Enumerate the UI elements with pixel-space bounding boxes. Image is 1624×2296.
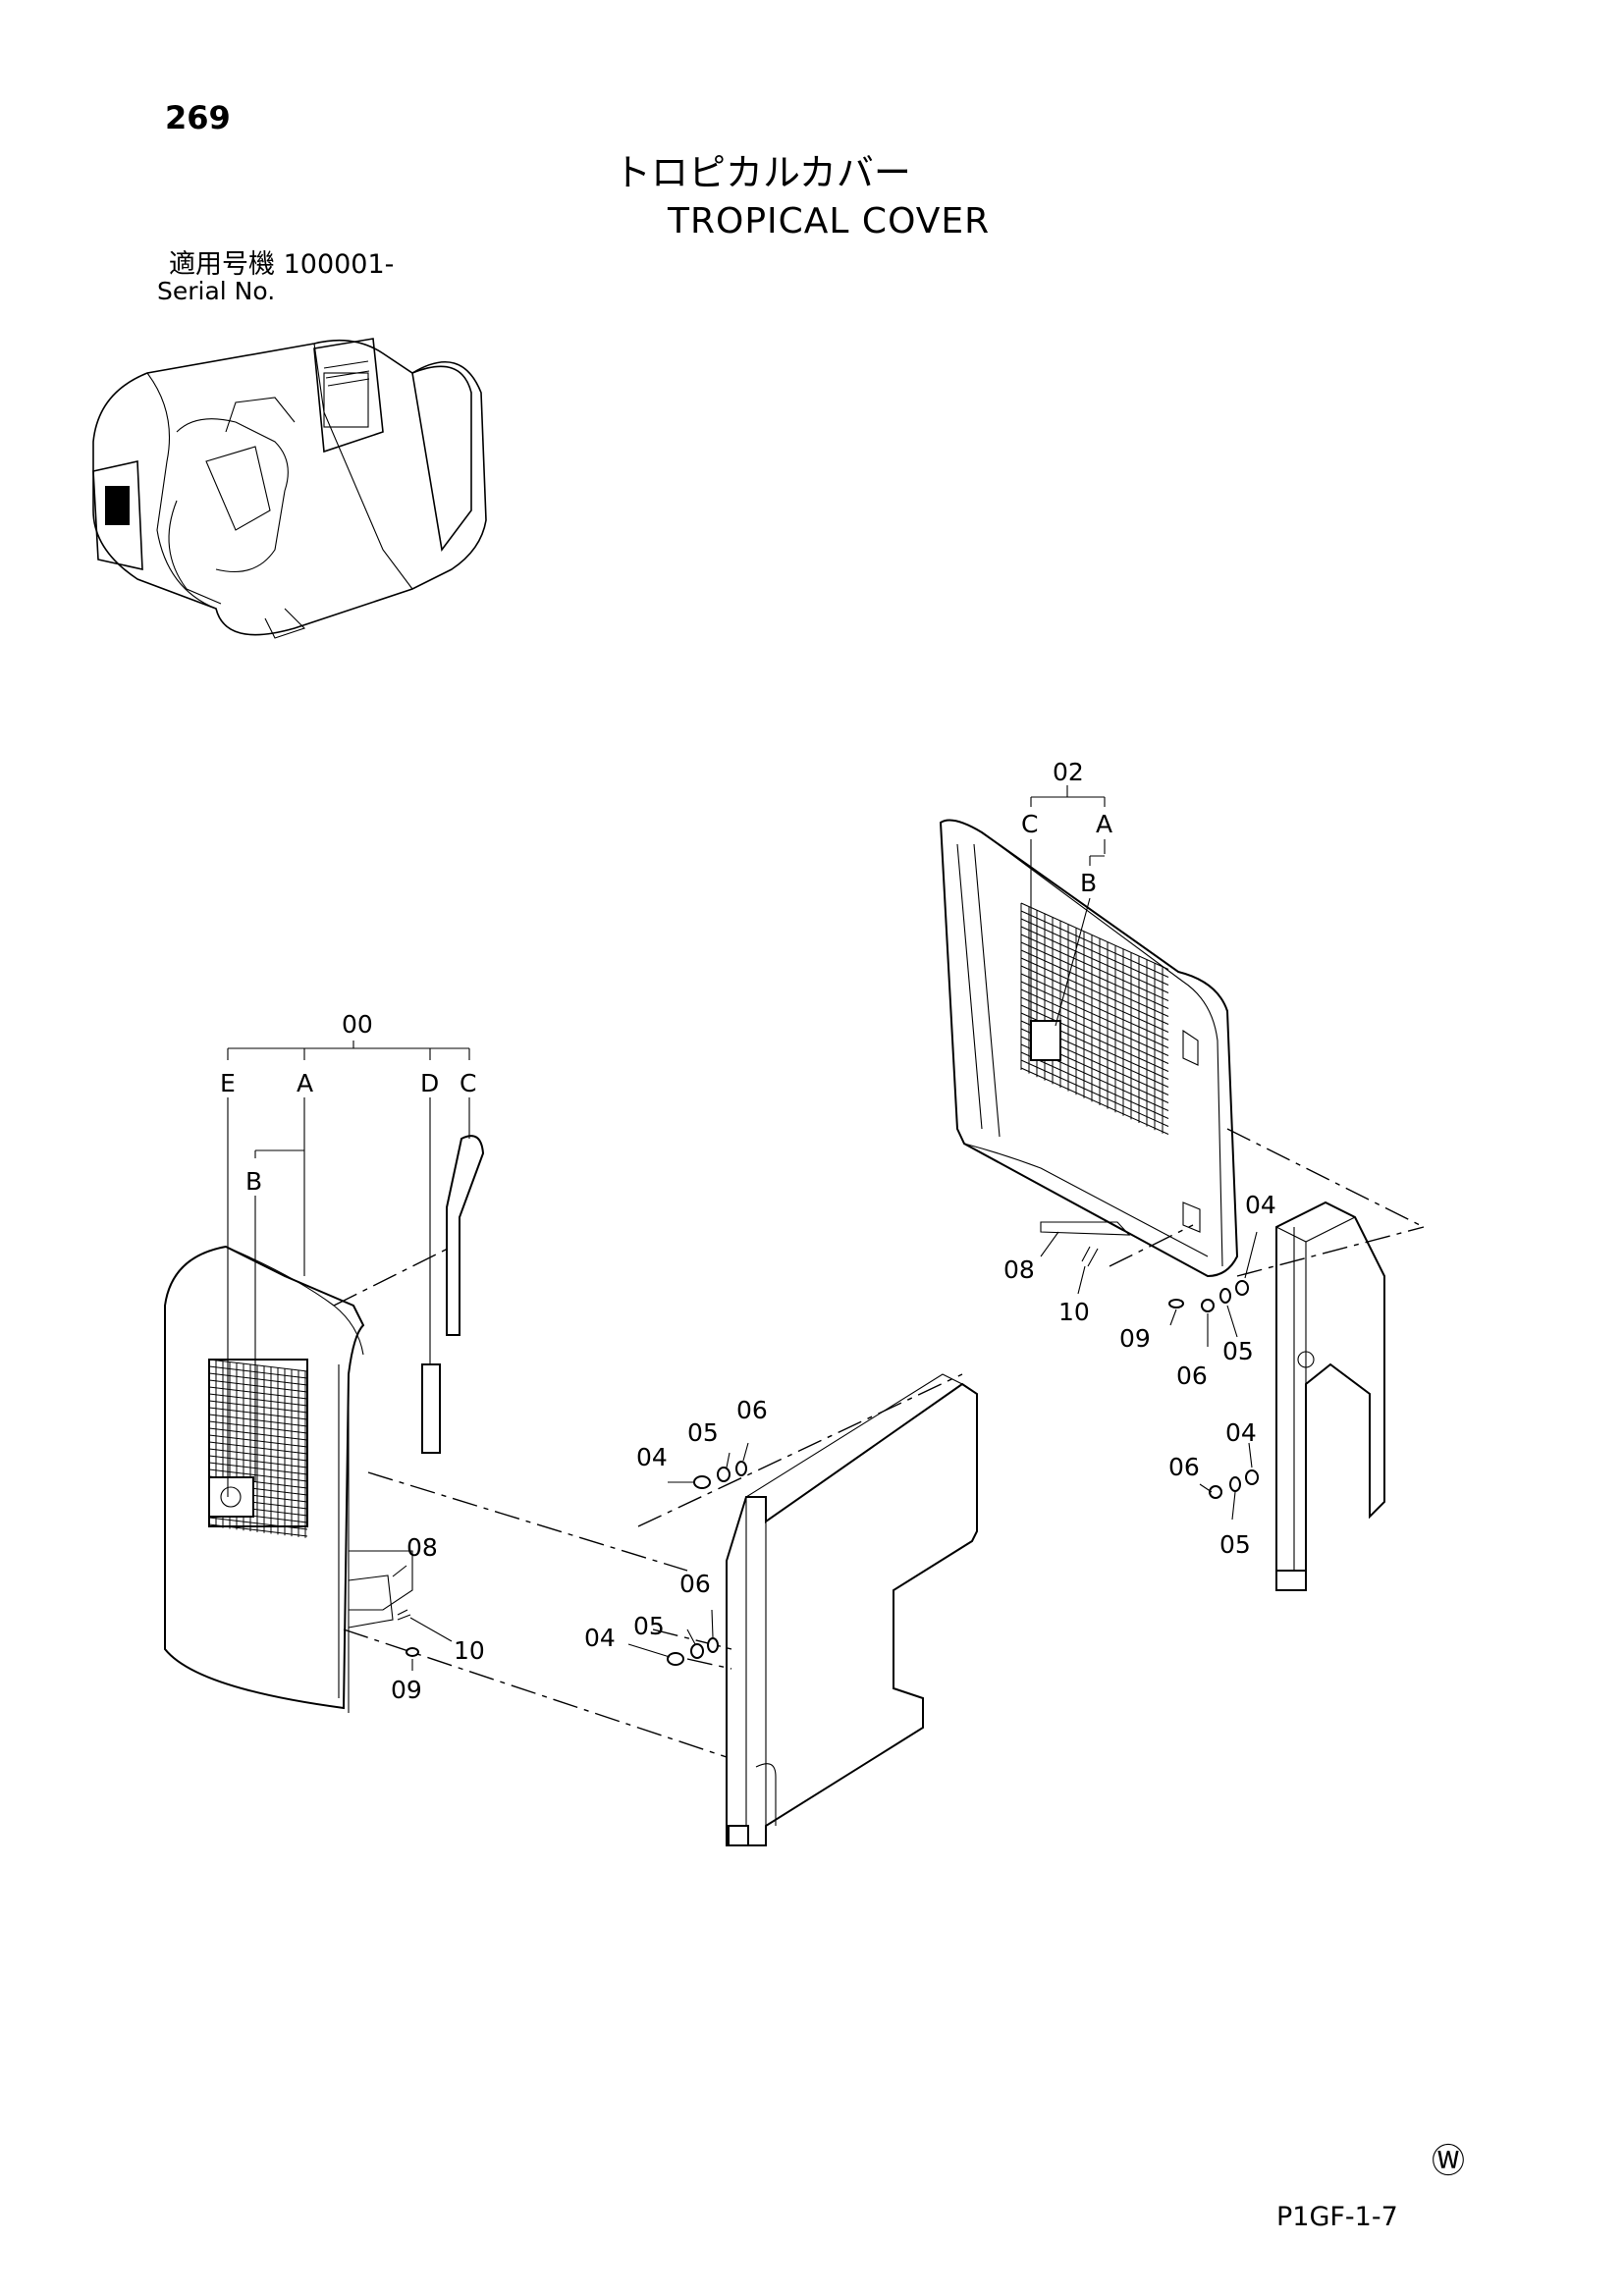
callout-label-a: A — [297, 1069, 313, 1097]
part-label-09-a: 09 — [391, 1676, 422, 1704]
right-frame-bracket — [1275, 1201, 1385, 1591]
callout-label-c: C — [460, 1069, 476, 1097]
left-frame-bracket — [726, 1373, 978, 1846]
serial-label: Serial No. — [157, 277, 276, 305]
part-label-05-c: 05 — [1222, 1337, 1254, 1365]
callout-label-b-right: B — [1080, 869, 1097, 897]
part-label-05-a: 05 — [687, 1418, 719, 1447]
location-thumbnail — [92, 338, 487, 639]
part-label-08-a: 08 — [406, 1533, 438, 1562]
part-label-06-a: 06 — [736, 1396, 768, 1424]
fasteners-left — [406, 1442, 749, 1666]
part-label-09-b: 09 — [1119, 1324, 1151, 1353]
callout-label-b: B — [245, 1167, 262, 1196]
figure-reference: P1GF-1-7 — [1276, 2202, 1398, 2232]
callout-label-e: E — [220, 1069, 236, 1097]
part-label-10-b: 10 — [1058, 1298, 1090, 1326]
left-seal-strip-c — [446, 1135, 485, 1336]
part-label-05-b: 05 — [633, 1612, 665, 1640]
part-label-04-d: 04 — [1225, 1418, 1257, 1447]
page-title-japanese: トロピカルカバー — [614, 151, 911, 194]
part-label-04-a: 04 — [636, 1443, 668, 1471]
callout-label-a-right: A — [1096, 810, 1112, 838]
part-label-04-b: 04 — [584, 1624, 616, 1652]
part-label-04-c: 04 — [1245, 1191, 1276, 1219]
page-title: TROPICAL COVER — [668, 201, 991, 241]
page-number: 269 — [165, 99, 231, 136]
callout-label-c-right: C — [1021, 810, 1038, 838]
part-label-10-a: 10 — [454, 1636, 485, 1665]
callout-02 — [1030, 785, 1106, 1041]
part-label-08-b: 08 — [1003, 1255, 1035, 1284]
part-label-06-c: 06 — [1176, 1362, 1208, 1390]
right-tropical-cover — [939, 819, 1239, 1278]
right-cover-part-08 — [1040, 1221, 1184, 1308]
callout-label-00: 00 — [342, 1010, 373, 1039]
fasteners-right — [1169, 1231, 1259, 1521]
left-seal-strip-d — [421, 1363, 441, 1454]
left-tropical-cover — [164, 1245, 413, 1713]
callout-00 — [227, 1041, 470, 1497]
copyright-mark: Ⓦ — [1432, 2142, 1465, 2181]
callout-label-02: 02 — [1053, 758, 1084, 786]
part-label-06-b: 06 — [679, 1570, 711, 1598]
assembly-lines-right — [1109, 1128, 1425, 1277]
callout-label-d: D — [420, 1069, 439, 1097]
part-label-06-d: 06 — [1168, 1453, 1200, 1481]
left-cover-part-08 — [348, 1575, 411, 1629]
serial-label-japanese: 適用号機 100001- — [169, 249, 395, 280]
part-label-05-d: 05 — [1219, 1530, 1251, 1559]
